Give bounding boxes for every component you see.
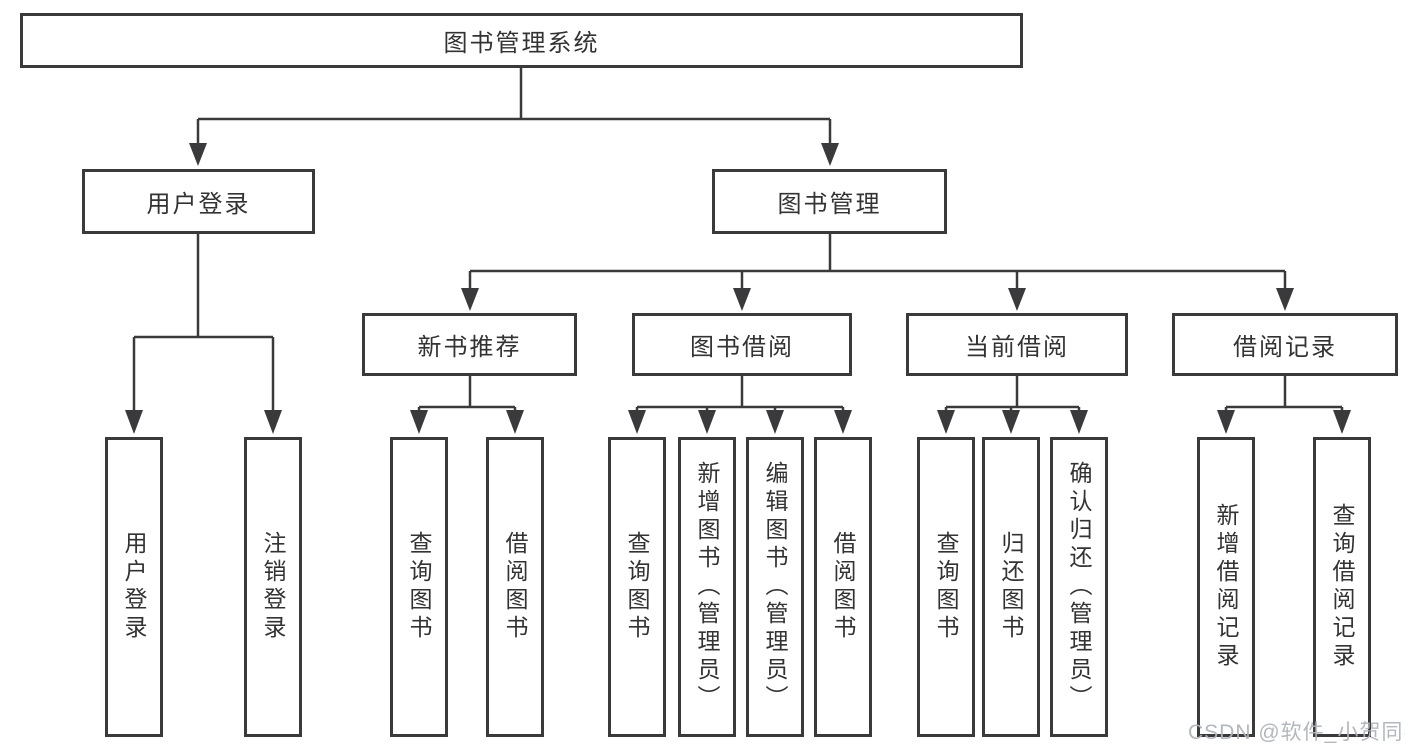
connector-borrowing-subtree <box>635 376 845 412</box>
node-leaf-query-books-rec: 查询图书 <box>390 437 448 737</box>
node-new-book-recommendation: 新书推荐 <box>362 313 577 376</box>
connector-root-to-level2 <box>196 68 832 145</box>
node-book-borrowing: 图书借阅 <box>632 313 852 376</box>
node-leaf-add-books-admin: 新增图书（管理员） <box>678 437 736 737</box>
node-leaf-add-borrow-record: 新增借阅记录 <box>1197 437 1255 737</box>
node-system-root: 图书管理系统 <box>20 13 1023 68</box>
node-leaf-user-login: 用户登录 <box>105 437 163 737</box>
connector-user-login-subtree <box>132 234 275 412</box>
node-current-borrowing: 当前借阅 <box>906 313 1128 376</box>
node-leaf-confirm-return-admin: 确认归还（管理员） <box>1050 437 1108 737</box>
connector-recommend-subtree <box>417 376 517 412</box>
node-leaf-query-books-current: 查询图书 <box>917 437 975 737</box>
node-borrowing-records: 借阅记录 <box>1172 313 1398 376</box>
node-leaf-borrow-books-rec: 借阅图书 <box>486 437 544 737</box>
connector-current-subtree <box>944 376 1081 412</box>
node-book-management: 图书管理 <box>712 169 947 234</box>
node-leaf-query-borrow-record: 查询借阅记录 <box>1313 437 1371 737</box>
node-user-login: 用户登录 <box>82 169 315 234</box>
node-leaf-edit-books-admin: 编辑图书（管理员） <box>746 437 804 737</box>
node-leaf-return-books: 归还图书 <box>982 437 1040 737</box>
connector-records-subtree <box>1224 376 1344 412</box>
connector-book-mgmt-to-level3 <box>468 234 1287 290</box>
node-leaf-logout: 注销登录 <box>244 437 302 737</box>
node-leaf-borrow-books: 借阅图书 <box>814 437 872 737</box>
node-leaf-query-books-borrow: 查询图书 <box>608 437 666 737</box>
